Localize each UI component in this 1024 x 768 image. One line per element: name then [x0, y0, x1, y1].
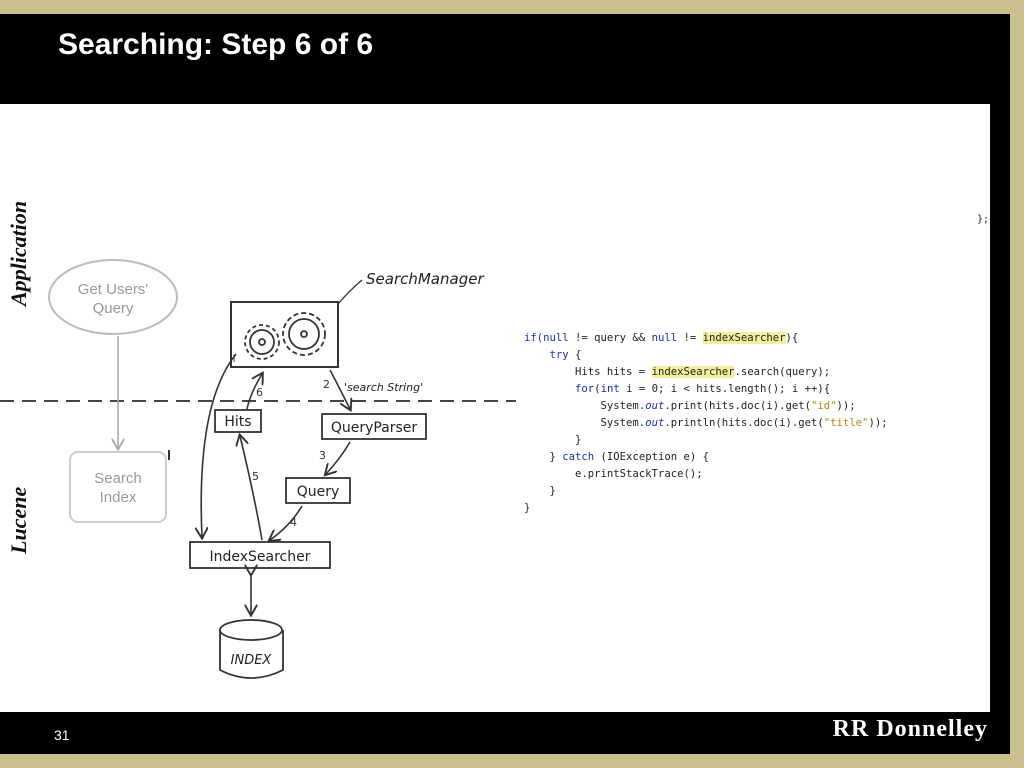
stray-code-fragment: };: [976, 214, 989, 225]
hits-node: [214, 409, 262, 433]
get-users-query-node: [48, 259, 178, 335]
code-line: System.out.println(hits.doc(i).get("titl…: [524, 415, 888, 432]
code-token: !=: [677, 332, 703, 344]
search-index-node: [69, 451, 167, 523]
queryparser-label: QueryParser: [331, 420, 418, 436]
slide-title: Searching: Step 6 of 6: [58, 28, 374, 61]
code-token: System.: [524, 400, 646, 412]
index-label: INDEX: [231, 653, 273, 668]
code-line: }: [524, 432, 888, 449]
code-token: != query &&: [568, 332, 652, 344]
layer-label-lucene: Lucene: [6, 487, 31, 555]
arrow-manager-to-indexsearcher: [201, 353, 237, 537]
arrow-mark-1: ll: [230, 354, 236, 365]
code-token: .println(hits.doc(i).get(: [664, 417, 824, 429]
search-string-label: 'search String': [344, 381, 423, 394]
search-index-line2: Index: [100, 489, 137, 506]
code-token: indexSearcher: [651, 366, 735, 378]
search-flow-diagram: Application Lucene Get Users' Query Sear…: [0, 201, 516, 679]
brand-logo: RR Donnelley: [832, 716, 988, 742]
code-token: [524, 349, 550, 361]
code-line: }: [524, 483, 888, 500]
query-node: [285, 477, 351, 504]
step-3-label: 3: [319, 449, 326, 462]
code-line: } catch (IOException e) {: [524, 449, 888, 466]
page-number: 31: [54, 727, 70, 743]
indexsearcher-node: [189, 541, 331, 569]
code-token: e.printStackTrace();: [524, 468, 703, 480]
code-line: e.printStackTrace();: [524, 466, 888, 483]
code-token: try: [549, 349, 569, 361]
search-manager-node: [230, 301, 339, 368]
code-token: indexSearcher: [702, 332, 786, 344]
queryparser-node: [321, 413, 427, 440]
step-5-label: 5: [252, 470, 259, 483]
code-token: null: [543, 332, 569, 344]
code-token: (: [594, 383, 601, 395]
code-token: null: [651, 332, 678, 344]
code-token: out: [645, 417, 665, 429]
gears-icon: [244, 312, 326, 360]
arrow-query-to-indexsearcher: [270, 505, 303, 540]
arrow-queryparser-to-query: [326, 441, 351, 474]
code-token: for: [575, 383, 595, 395]
code-line: if(null != query && null != indexSearche…: [524, 330, 888, 347]
hits-label: Hits: [224, 414, 251, 430]
code-token: System.: [524, 417, 646, 429]
code-snippet: if(null != query && null != indexSearche…: [524, 330, 888, 517]
code-token: "id": [811, 400, 837, 412]
code-token: [524, 383, 575, 395]
code-line: try {: [524, 347, 888, 364]
layer-label-application: Application: [6, 201, 31, 308]
code-line: }: [524, 500, 888, 517]
code-token: out: [645, 400, 665, 412]
code-token: catch: [562, 451, 595, 463]
code-token: (IOException e) {: [594, 451, 709, 463]
query-label: Query: [297, 484, 340, 500]
code-token: {: [568, 349, 582, 361]
arrow-manager-to-queryparser: [329, 369, 350, 409]
search-index-line1: Search: [94, 470, 142, 487]
code-token: .print(hits.doc(i).get(: [664, 400, 812, 412]
code-token: }: [524, 434, 582, 446]
indexsearcher-label: IndexSearcher: [209, 549, 310, 565]
code-token: ));: [836, 400, 856, 412]
code-token: }: [524, 451, 563, 463]
index-cylinder-node: [219, 619, 284, 679]
code-token: }: [524, 485, 556, 497]
arrow-indexsearcher-to-hits: [240, 436, 263, 541]
step-2-label: 2: [323, 378, 330, 391]
code-token: if(: [524, 332, 544, 344]
code-token: Hits hits =: [524, 366, 652, 378]
get-users-query-line2: Query: [93, 300, 134, 317]
code-token: }: [524, 502, 531, 514]
search-manager-label: SearchManager: [366, 270, 484, 288]
code-token: ));: [868, 417, 888, 429]
step-6-label: 6: [256, 386, 263, 399]
code-token: i = 0; i < hits.length(); i ++){: [619, 383, 831, 395]
code-token: .search(query);: [734, 366, 831, 378]
step-4-label: 4: [290, 516, 297, 529]
slide-content: Application Lucene Get Users' Query Sear…: [0, 104, 990, 712]
search-manager-pointer: [337, 279, 363, 305]
code-token: ){: [785, 332, 799, 344]
code-line: System.out.print(hits.doc(i).get("id"));: [524, 398, 888, 415]
get-users-query-line1: Get Users': [78, 281, 149, 298]
code-token: "title": [823, 417, 869, 429]
arrow-hits-to-manager: [246, 374, 262, 410]
code-token: int: [600, 383, 620, 395]
code-line: for(int i = 0; i < hits.length(); i ++){: [524, 381, 888, 398]
code-line: Hits hits = indexSearcher.search(query);: [524, 364, 888, 381]
